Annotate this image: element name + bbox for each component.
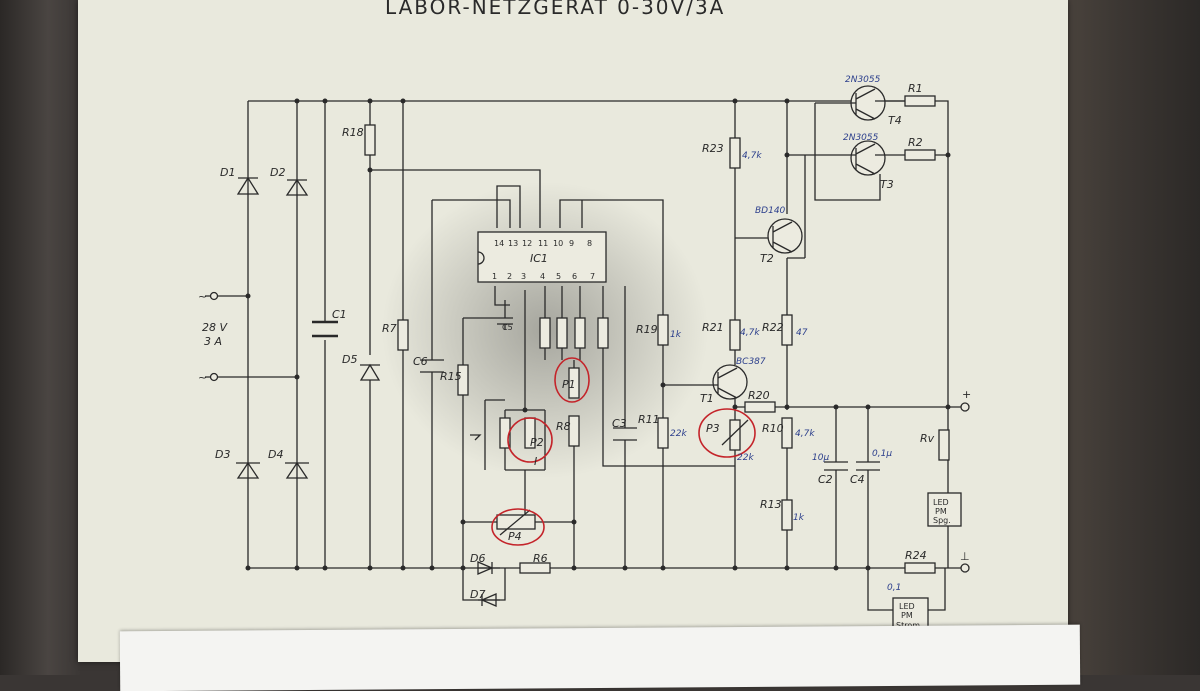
- ic1-bottom-pin: 6: [572, 272, 577, 281]
- label-d7: D7: [470, 588, 485, 601]
- ic1-top-pin: 9: [569, 239, 574, 248]
- label-r1: R1: [908, 82, 923, 95]
- label-r19: R19: [636, 323, 658, 336]
- p1-highlight: [554, 357, 590, 403]
- label-r13: R13: [760, 498, 782, 511]
- t1-type: BC387: [736, 357, 766, 367]
- p3-value: 22k: [737, 453, 754, 463]
- label-r18: R18: [342, 126, 364, 139]
- label-c4: C4: [850, 473, 865, 486]
- ic1-label: IC1: [530, 252, 548, 265]
- label-rv: Rv: [920, 432, 935, 445]
- c4-value: 0,1µ: [872, 449, 892, 459]
- label-r23: R23: [702, 142, 724, 155]
- label-r11: R11: [638, 413, 660, 426]
- label-p2: P2: [530, 436, 544, 449]
- label-r24: R24: [905, 549, 927, 562]
- label-i: I: [534, 455, 537, 468]
- r22-value: 47: [796, 328, 808, 338]
- label-r22: R22: [762, 321, 784, 334]
- label-c2: C2: [818, 473, 833, 486]
- ic1-bottom-pin: 5: [556, 272, 561, 281]
- label-r7: R7: [382, 322, 397, 335]
- label-t2: T2: [760, 252, 774, 265]
- label-d2: D2: [270, 166, 285, 179]
- paper-stack-edge: [119, 624, 1081, 691]
- p3-highlight: [698, 408, 756, 458]
- ic1-top-pin: 10: [553, 239, 563, 248]
- r21-value: 4,7k: [740, 328, 760, 338]
- ic1-bottom-pin: 1: [492, 272, 497, 281]
- label-c1: C1: [332, 308, 347, 321]
- ic1-bottom-pin: 7: [590, 272, 595, 281]
- label-d4: D4: [268, 448, 283, 461]
- ic1-top-pin: 8: [587, 239, 592, 248]
- input-voltage: 28 V: [202, 321, 228, 334]
- label-r10: R10: [762, 422, 784, 435]
- label-d6: D6: [470, 552, 485, 565]
- p4-highlight: [491, 508, 545, 546]
- label-r20: R20: [748, 389, 770, 402]
- r23-value: 4,7k: [742, 151, 762, 161]
- label-r15: R15: [440, 370, 462, 383]
- label-p4: P4: [508, 530, 522, 543]
- t4-type: 2N3055: [845, 75, 881, 85]
- r13-value: 1k: [793, 513, 805, 523]
- label-ac-1: ~: [198, 290, 207, 303]
- label-p1: P1: [562, 378, 576, 391]
- r19-value: 1k: [670, 330, 682, 340]
- led2-line2: PM: [901, 611, 913, 620]
- t2-type: BD140: [755, 206, 786, 216]
- r11-value: 22k: [670, 429, 687, 439]
- label-d5: D5: [342, 353, 357, 366]
- schematic-sheet: [78, 0, 1068, 662]
- r10-value: 4,7k: [795, 429, 815, 439]
- label-r6: R6: [533, 552, 548, 565]
- label-plus: +: [962, 388, 971, 401]
- label-ac-2: ~: [198, 371, 207, 384]
- workbench-right: [1065, 0, 1200, 675]
- label-d3: D3: [215, 448, 230, 461]
- led1-line1: LED: [933, 498, 949, 507]
- label-t1: T1: [700, 392, 714, 405]
- label-t4: T4: [888, 114, 902, 127]
- c2-value: 10µ: [812, 453, 829, 463]
- label-c5: C5: [502, 323, 513, 332]
- ic1-top-pin: 13: [508, 239, 518, 248]
- led1-line3: Spg.: [933, 516, 951, 525]
- ic1-top-pin: 12: [522, 239, 532, 248]
- label-ground: ⊥: [960, 550, 970, 563]
- ic1-top-pin: 11: [538, 239, 548, 248]
- p2-highlight: [507, 417, 553, 463]
- label-r8: R8: [556, 420, 571, 433]
- label-r21: R21: [702, 321, 724, 334]
- label-c6: C6: [413, 355, 428, 368]
- schematic-title: LABOR-NETZGERÄT 0-30V/3A: [385, 0, 725, 19]
- input-current: 3 A: [204, 335, 222, 348]
- r24-value: 0,1: [887, 583, 901, 593]
- label-r2: R2: [908, 136, 923, 149]
- t3-type: 2N3055: [843, 133, 879, 143]
- workbench-left: [0, 0, 80, 675]
- label-d1: D1: [220, 166, 235, 179]
- label-p3: P3: [706, 422, 720, 435]
- led1-line2: PM: [935, 507, 947, 516]
- label-c3: C3: [612, 417, 627, 430]
- ic1-bottom-pin: 4: [540, 272, 545, 281]
- led2-line1: LED: [899, 602, 915, 611]
- ic1-top-pin: 14: [494, 239, 504, 248]
- ic1-bottom-pin: 3: [521, 272, 526, 281]
- ic1-bottom-pin: 2: [507, 272, 512, 281]
- label-t3: T3: [880, 178, 894, 191]
